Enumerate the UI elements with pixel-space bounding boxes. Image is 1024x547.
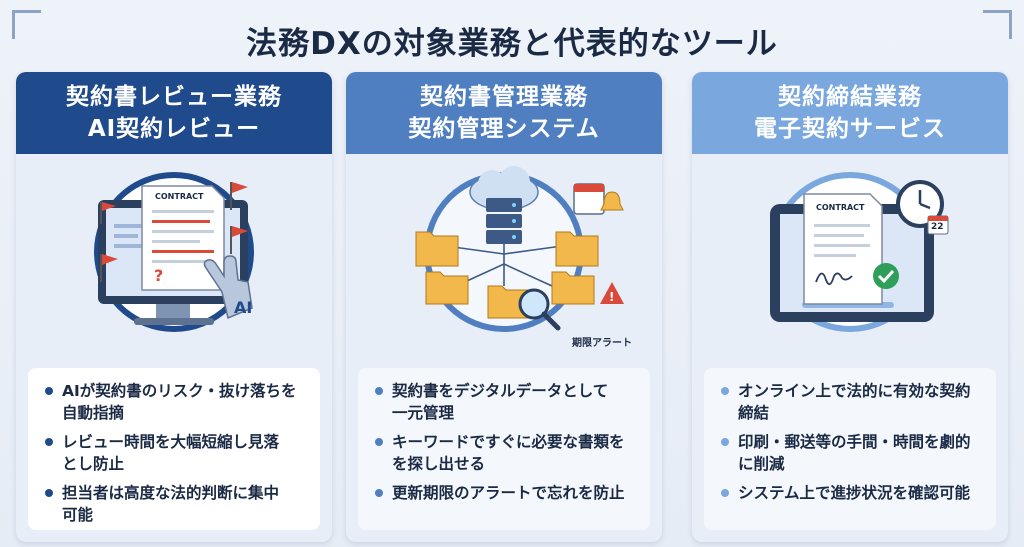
bullet-dot — [375, 438, 383, 446]
list-item-text: とし防止 — [62, 455, 125, 473]
feature-list: オンライン上で法的に有効な契約締結 印刷・郵送等の手間・時間を劇的に削減 システ… — [704, 368, 996, 530]
feature-list: 契約書をデジタルデータとして一元管理 キーワードですぐに必要な書類をを探し出せる… — [358, 368, 650, 530]
calendar-day: 22 — [931, 222, 944, 232]
list-item-text: 担当者は高度な法的判断に集中 — [62, 484, 280, 502]
contract-document-icon: ? — [141, 185, 225, 291]
bullet-dot — [721, 387, 729, 395]
card-header-task: 契約締結業務 — [778, 84, 922, 110]
check-icon — [873, 263, 899, 289]
deadline-alert-label: 期限アラート — [572, 338, 632, 349]
list-item-text: 自動指摘 — [62, 404, 125, 422]
list-item: 更新期限のアラートで忘れを防止 — [372, 482, 638, 504]
esign-illustration: CONTRACT 22 — [692, 154, 1008, 364]
bullet-dot — [45, 438, 53, 446]
svg-text:?: ? — [154, 266, 163, 285]
warning-icon: ! — [600, 282, 624, 304]
flag-icons — [100, 182, 248, 282]
card-contract-management: 契約書管理業務 契約管理システム — [346, 72, 662, 542]
feature-list: AIが契約書のリスク・抜け落ちを自動指摘 レビュー時間を大幅短縮し見落とし防止 … — [28, 368, 320, 530]
list-item: システム上で進捗状況を確認可能 — [718, 482, 984, 504]
list-item: AIが契約書のリスク・抜け落ちを自動指摘 — [42, 380, 308, 424]
corner-decoration-top-left — [12, 10, 41, 39]
list-item: レビュー時間を大幅短縮し見落とし防止 — [42, 431, 308, 475]
list-item-text: オンライン上で法的に有効な契約 — [738, 382, 971, 400]
ai-label: AI — [234, 298, 253, 317]
bullet-dot — [45, 387, 53, 395]
robot-hand-icon — [203, 255, 253, 320]
list-item-text: 締結 — [738, 404, 770, 422]
card-header: 契約書管理業務 契約管理システム — [346, 72, 662, 154]
list-item-text: 可能 — [62, 506, 94, 524]
list-item-text: 更新期限のアラートで忘れを防止 — [392, 484, 625, 502]
list-item: オンライン上で法的に有効な契約締結 — [718, 380, 984, 424]
card-header-tool: AI契約レビュー — [87, 116, 261, 142]
server-icon — [486, 198, 522, 244]
card-header: 契約書レビュー業務 AI契約レビュー — [16, 72, 332, 154]
server-network-icon: ! — [415, 166, 624, 331]
card-header-tool: 電子契約サービス — [754, 116, 946, 142]
folder-icons — [415, 231, 599, 319]
page-title: 法務DXの対象業務と代表的なツール — [246, 26, 778, 62]
list-item-text: AIが契約書のリスク・抜け落ちを — [62, 382, 297, 400]
svg-text:!: ! — [609, 290, 614, 304]
list-item: 契約書をデジタルデータとして一元管理 — [372, 380, 638, 424]
bullet-dot — [375, 489, 383, 497]
ai-review-illustration: ? CONTRACT AI — [16, 154, 332, 364]
monitor-icon: ? — [98, 182, 253, 325]
list-item: 印刷・郵送等の手間・時間を劇的に削減 — [718, 431, 984, 475]
list-item-text: に削減 — [738, 455, 785, 473]
tablet-icon — [770, 180, 949, 322]
management-illustration: ! 期限アラート — [346, 154, 662, 364]
list-item-text: キーワードですぐに必要な書類を — [392, 433, 625, 451]
contract-document-icon — [803, 193, 883, 305]
clock-icon — [896, 180, 944, 228]
card-header-task: 契約書管理業務 — [420, 84, 588, 110]
bullet-dot — [45, 489, 53, 497]
list-item-text: システム上で進捗状況を確認可能 — [738, 484, 971, 502]
list-item: キーワードですぐに必要な書類をを探し出せる — [372, 431, 638, 475]
list-item-text: 一元管理 — [392, 404, 455, 422]
calendar-icon — [573, 183, 605, 215]
corner-decoration-top-right — [983, 10, 1012, 39]
card-header-tool: 契約管理システム — [408, 116, 600, 142]
bell-icon — [600, 191, 624, 211]
contract-label: CONTRACT — [155, 192, 204, 201]
list-item: 担当者は高度な法的判断に集中可能 — [42, 482, 308, 526]
card-contract-signing: 契約締結業務 電子契約サービス — [692, 72, 1008, 542]
contract-label: CONTRACT — [816, 203, 865, 212]
signature-icon — [815, 272, 853, 286]
card-header-task: 契約書レビュー業務 — [66, 84, 282, 110]
magnifier-icon — [518, 288, 561, 331]
list-item-text: 印刷・郵送等の手間・時間を劇的 — [738, 433, 971, 451]
bullet-dot — [721, 438, 729, 446]
card-contract-review: 契約書レビュー業務 AI契約レビュー ? — [16, 72, 332, 542]
card-header: 契約締結業務 電子契約サービス — [692, 72, 1008, 154]
bullet-dot — [721, 489, 729, 497]
list-item-text: を探し出せる — [392, 455, 486, 473]
list-item-text: 契約書をデジタルデータとして — [392, 382, 609, 400]
list-item-text: レビュー時間を大幅短縮し見落 — [62, 433, 280, 451]
bullet-dot — [375, 387, 383, 395]
calendar-icon — [927, 215, 949, 235]
